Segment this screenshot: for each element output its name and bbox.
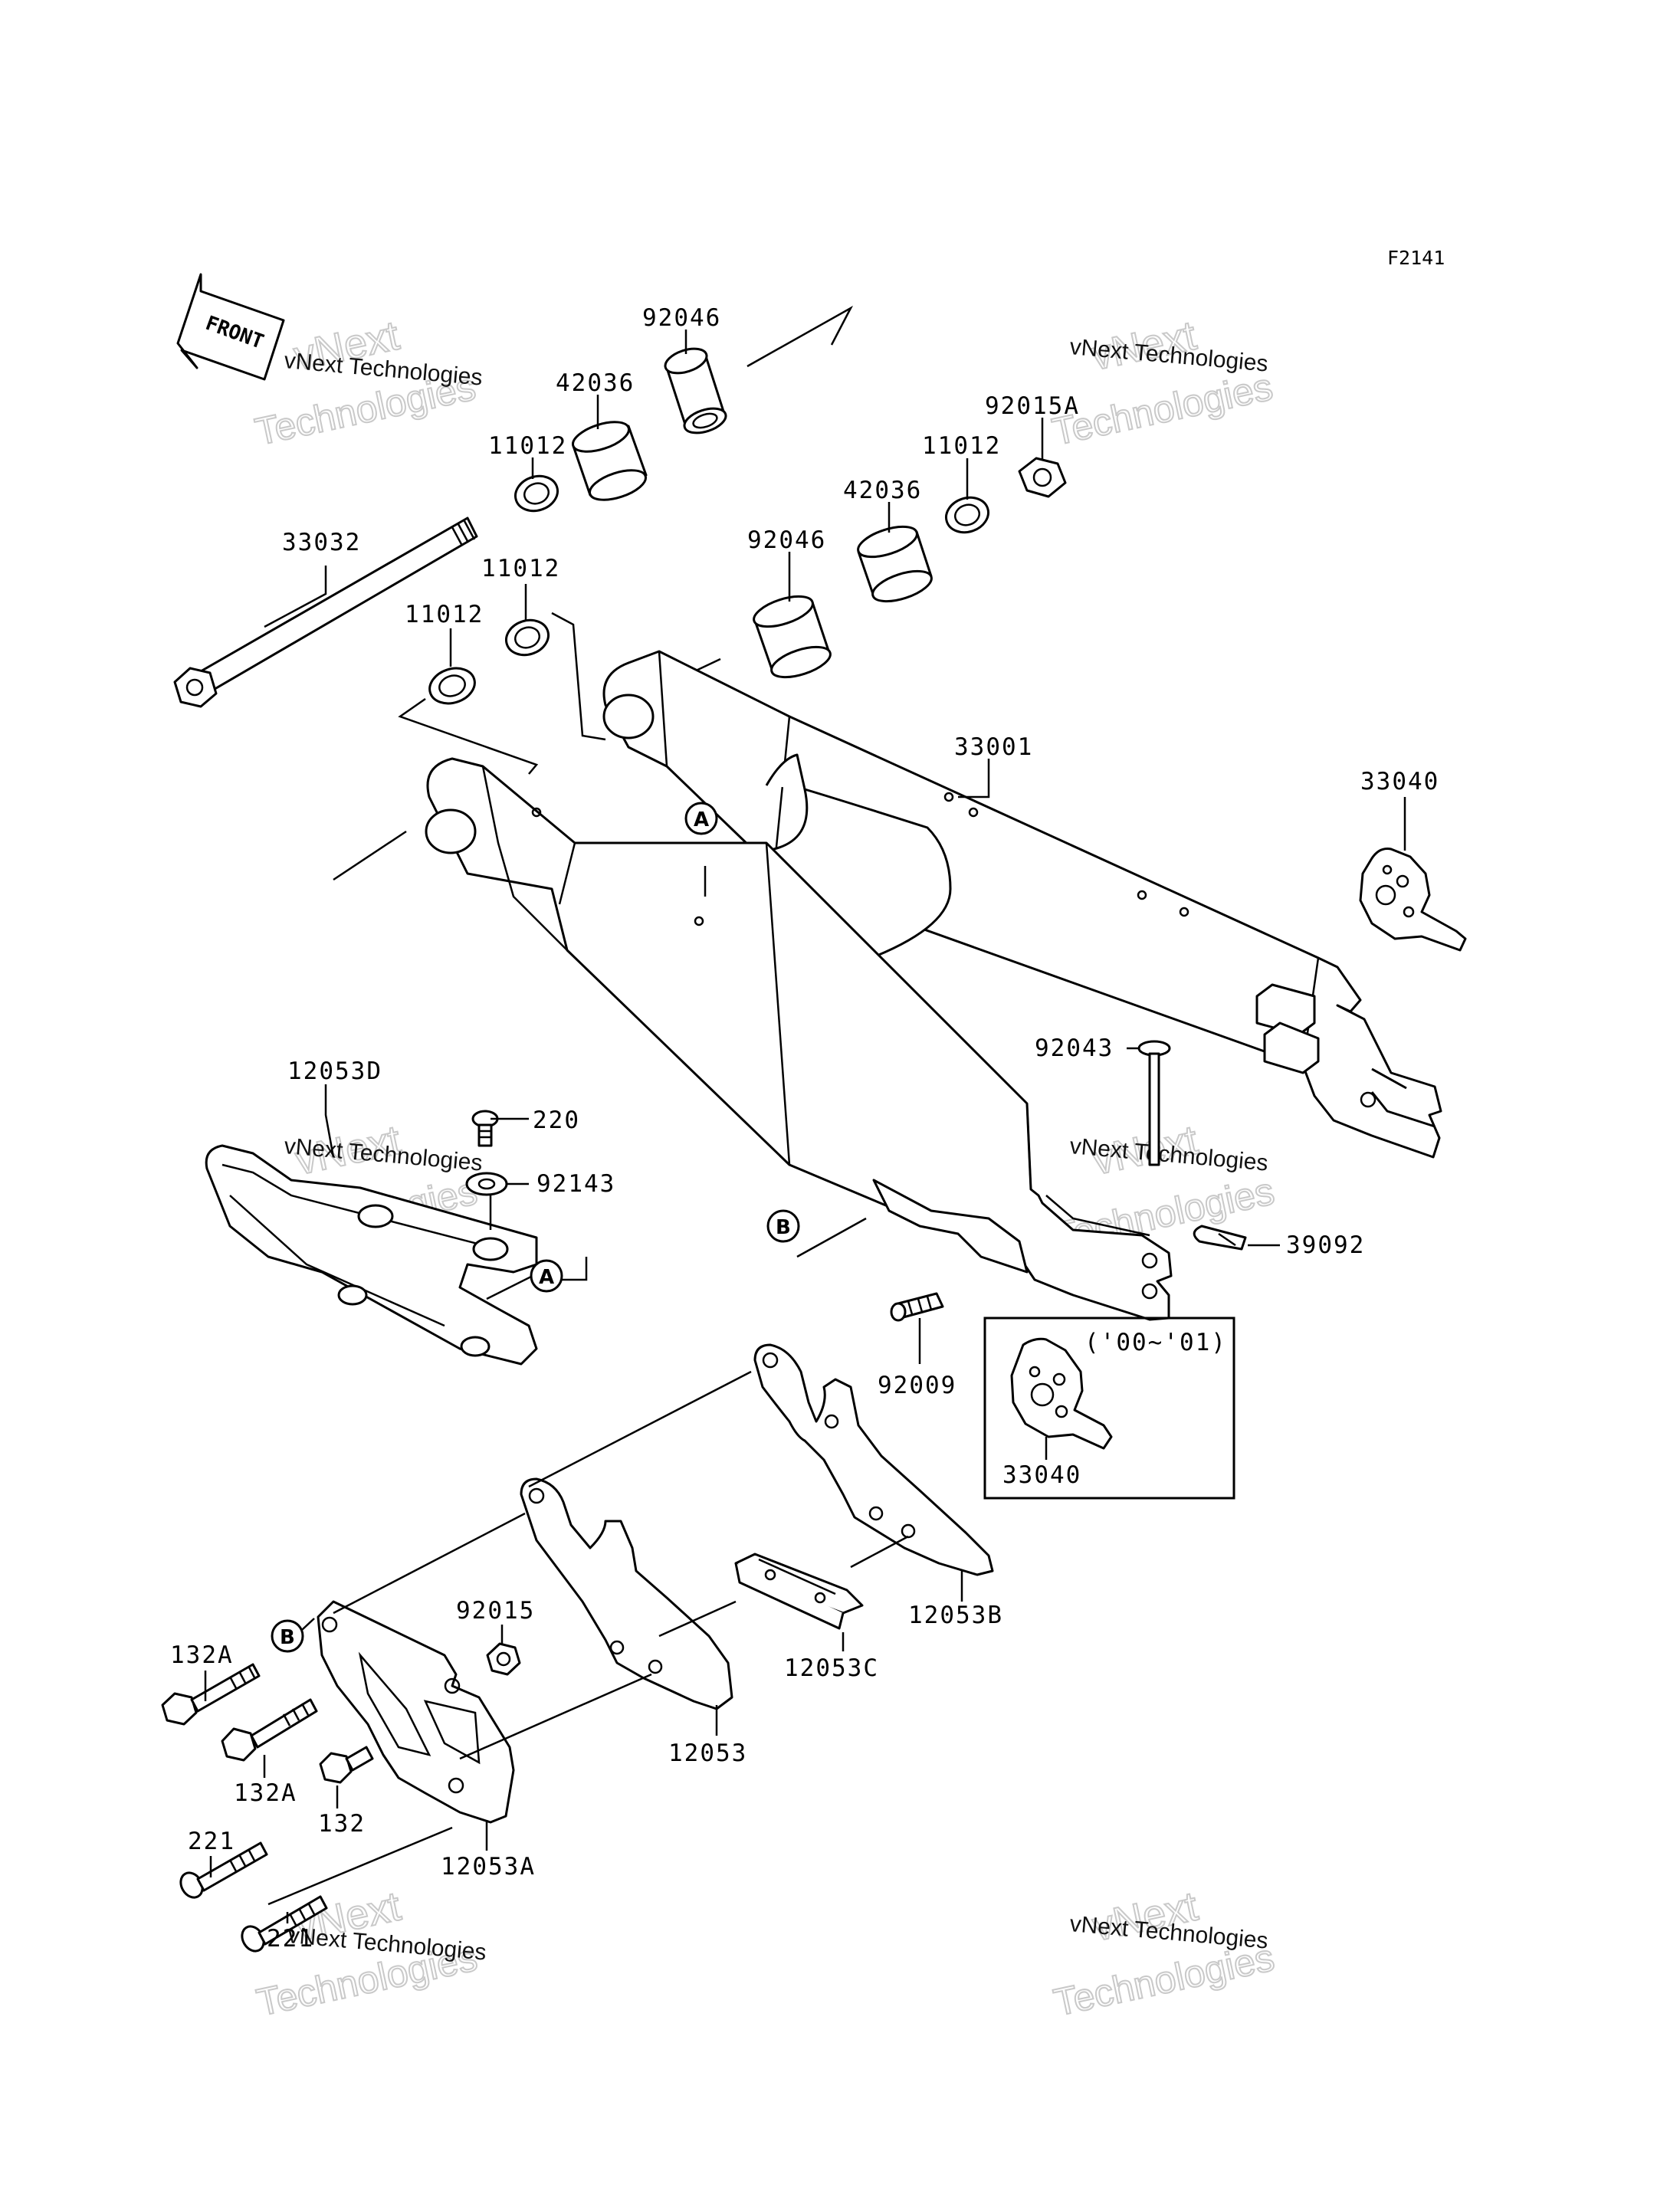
guide-line-g1 bbox=[528, 1370, 752, 1488]
guide-line-g6 bbox=[267, 1826, 453, 1906]
label-92046-mid: 92046 bbox=[747, 526, 826, 554]
guide-line-top bbox=[746, 305, 854, 368]
label-42036-right: 42036 bbox=[843, 477, 922, 504]
guide-line-g3 bbox=[850, 1535, 909, 1569]
svg-text:A: A bbox=[694, 808, 709, 831]
label-11012-right: 11012 bbox=[922, 432, 1001, 460]
pin-92043 bbox=[1137, 1040, 1171, 1166]
watermark-line2: Technologies bbox=[1048, 365, 1276, 453]
label-92143: 92143 bbox=[536, 1170, 615, 1198]
label-92015: 92015 bbox=[456, 1597, 535, 1625]
screw-220 bbox=[471, 1110, 499, 1147]
bushing-92046-top bbox=[664, 347, 727, 434]
label-132A-2: 132A bbox=[234, 1779, 297, 1807]
front-arrow-icon: FRONT bbox=[176, 273, 285, 381]
label-92009: 92009 bbox=[878, 1372, 956, 1399]
collar-42036-top bbox=[572, 421, 648, 501]
label-92043: 92043 bbox=[1035, 1035, 1114, 1062]
watermark-top-right: vNext Technologies bbox=[1048, 312, 1277, 454]
label-33032: 33032 bbox=[282, 529, 361, 556]
seal-11012-mid bbox=[505, 618, 550, 657]
pivot-shaft-33032 bbox=[173, 516, 478, 708]
seal-11012-right bbox=[945, 496, 989, 534]
leader-lines bbox=[204, 330, 1406, 1923]
guide-line-g4 bbox=[658, 1600, 737, 1638]
chain-guide-12053C bbox=[734, 1553, 864, 1630]
label-11012-top: 11012 bbox=[488, 432, 567, 460]
sprocket-33040 bbox=[1359, 848, 1467, 952]
nut-92015 bbox=[486, 1642, 521, 1676]
washer-92143 bbox=[465, 1172, 508, 1196]
inset-box: ('00~'01) bbox=[983, 1317, 1235, 1500]
label-33040: 33040 bbox=[1360, 768, 1439, 795]
guide-line-far-left bbox=[333, 830, 407, 881]
ref-b-arm: B bbox=[766, 1209, 800, 1243]
seal-11012-left bbox=[428, 667, 476, 705]
figure-code: F2141 bbox=[1387, 247, 1445, 269]
year-note: ('00~'01) bbox=[1084, 1329, 1227, 1356]
guide-line-shaft bbox=[551, 612, 606, 741]
label-11012-left: 11012 bbox=[405, 601, 484, 628]
label-220: 220 bbox=[533, 1107, 580, 1134]
label-132A-1: 132A bbox=[170, 1641, 234, 1669]
clip-39092 bbox=[1193, 1225, 1247, 1251]
label-132: 132 bbox=[318, 1810, 366, 1838]
collar-42036-right bbox=[857, 525, 933, 603]
label-12053: 12053 bbox=[668, 1740, 747, 1767]
nut-92015A bbox=[1018, 457, 1067, 498]
ref-a-slider: A bbox=[530, 1259, 563, 1293]
label-39092: 39092 bbox=[1286, 1231, 1365, 1259]
label-92046-top: 92046 bbox=[642, 304, 721, 332]
bolt-132A-2 bbox=[221, 1698, 318, 1762]
ref-a-top: A bbox=[684, 802, 718, 835]
ref-b-guide: B bbox=[271, 1619, 304, 1653]
screw-221-2 bbox=[241, 1895, 328, 1953]
chain-guide-12053B bbox=[753, 1343, 994, 1576]
guide-line-g5 bbox=[459, 1673, 652, 1760]
guide-line-g2 bbox=[333, 1512, 526, 1615]
stud-92009 bbox=[890, 1292, 944, 1322]
label-12053A: 12053A bbox=[441, 1853, 536, 1881]
bolt-132A-1 bbox=[161, 1663, 261, 1726]
label-42036-top: 42036 bbox=[556, 369, 635, 397]
chain-slider-12053D bbox=[205, 1144, 538, 1366]
label-11012-mid: 11012 bbox=[481, 555, 560, 582]
chain-guide-12053 bbox=[520, 1477, 733, 1710]
label-12053D: 12053D bbox=[287, 1058, 382, 1085]
seal-11012-top bbox=[514, 474, 559, 513]
bolt-132 bbox=[319, 1746, 374, 1784]
svg-text:A: A bbox=[539, 1266, 554, 1289]
label-92015A: 92015A bbox=[985, 392, 1080, 420]
label-33001: 33001 bbox=[954, 733, 1033, 761]
svg-text:B: B bbox=[776, 1216, 791, 1239]
chain-guide-12053A bbox=[317, 1600, 515, 1824]
svg-text:B: B bbox=[280, 1626, 295, 1649]
screw-221-1 bbox=[179, 1841, 268, 1899]
swingarm-33001 bbox=[425, 650, 1442, 1321]
label-12053C: 12053C bbox=[784, 1654, 879, 1682]
label-221-1: 221 bbox=[188, 1828, 235, 1855]
bushing-92046-mid bbox=[753, 595, 832, 679]
guide-line-left bbox=[398, 697, 539, 775]
label-33040-box: 33040 bbox=[1002, 1461, 1081, 1489]
label-221-2: 221 bbox=[267, 1925, 314, 1953]
label-12053B: 12053B bbox=[908, 1602, 1003, 1629]
